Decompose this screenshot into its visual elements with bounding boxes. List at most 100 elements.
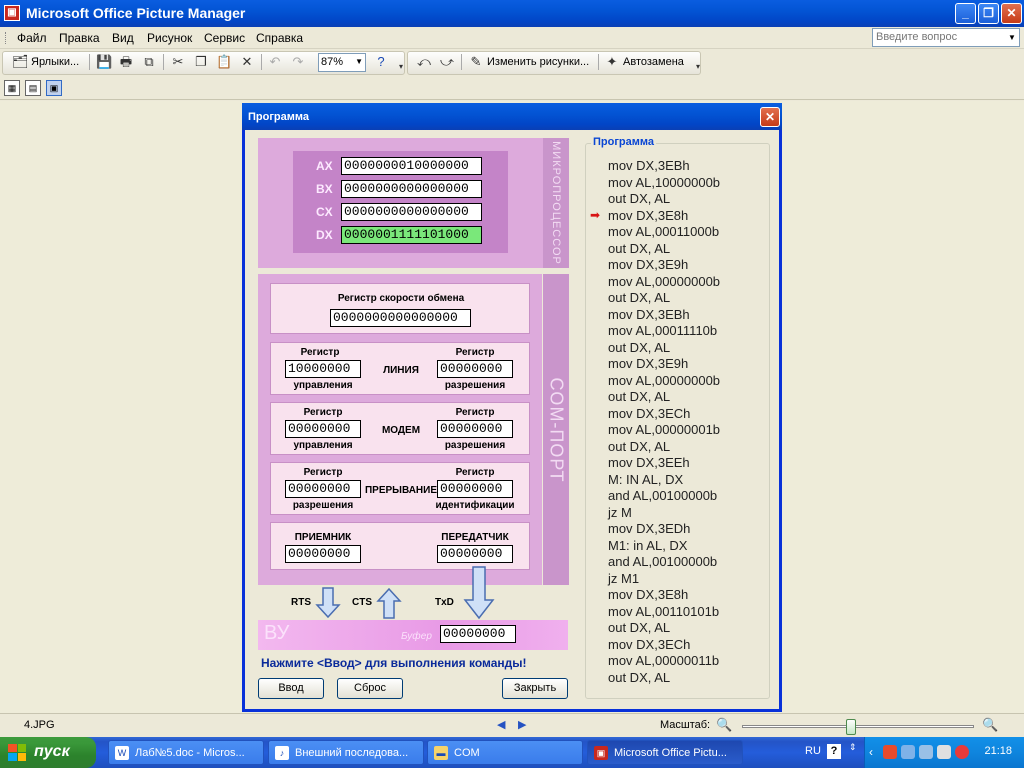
language-help-icon[interactable]: ?	[827, 744, 841, 759]
program-line: and AL,00100000b	[608, 488, 718, 503]
dialog-close-button[interactable]: ✕	[760, 107, 780, 127]
rotate-left-icon[interactable]: ⤺	[417, 54, 431, 69]
separator	[163, 54, 164, 70]
shortcuts-button[interactable]: Ярлыки...	[31, 56, 80, 68]
copy-to-icon[interactable]: ⧉	[144, 54, 154, 69]
shortcuts-icon[interactable]: 🗂	[12, 54, 29, 69]
print-icon[interactable]: 🖶	[119, 54, 133, 69]
clock[interactable]: 21:18	[984, 745, 1012, 757]
microprocessor-panel: AX 0000000010000000 BX 0000000000000000 …	[258, 138, 564, 268]
network-icon[interactable]	[919, 745, 933, 759]
toolbar-options-icon[interactable]: ▾	[695, 62, 700, 71]
start-button[interactable]: пуск	[0, 737, 96, 768]
modem-left-bottom-label: управления	[293, 440, 353, 451]
enter-button[interactable]: Ввод	[258, 678, 324, 699]
program-line: mov AL,00011000b	[608, 224, 720, 239]
kaspersky-icon[interactable]	[883, 745, 897, 759]
previous-picture-icon[interactable]: ◀	[497, 719, 506, 731]
buffer-value: 00000000	[440, 625, 516, 643]
task-com-folder[interactable]: ▬ COM	[427, 740, 583, 765]
toolbar-grip[interactable]	[5, 32, 8, 44]
separator	[598, 54, 599, 70]
delete-icon[interactable]: ✕	[241, 54, 253, 69]
next-picture-icon[interactable]: ▶	[518, 719, 527, 731]
register-label-cx: CX	[316, 205, 333, 219]
undo-icon[interactable]: ↶	[269, 54, 281, 69]
zoom-select[interactable]: 87% ▼	[318, 53, 366, 72]
edit-pictures-button[interactable]: Изменить рисунки...	[487, 56, 590, 68]
speaker-icon[interactable]	[937, 745, 951, 759]
program-line: mov AL,10000000b	[608, 174, 721, 190]
transmitter-value: 00000000	[437, 545, 513, 563]
maximize-button[interactable]: ❐	[978, 3, 999, 24]
single-picture-view-icon[interactable]: ▣	[46, 80, 62, 96]
modem-registers: Регистр 00000000 управления МОДЕМ Регист…	[270, 402, 530, 455]
tray-expand-icon[interactable]: ‹	[869, 745, 873, 759]
cut-icon[interactable]: ✂	[172, 54, 184, 69]
buffer-label: Буфер	[401, 631, 432, 642]
task-word-document[interactable]: W Лаб№5.doc - Micros...	[108, 740, 264, 765]
program-line: out DX, AL	[608, 290, 671, 305]
copy-icon[interactable]: ❐	[195, 54, 207, 69]
task-label: Microsoft Office Pictu...	[614, 747, 727, 759]
cts-arrow-icon	[376, 587, 402, 619]
rotate-right-icon[interactable]: ⤻	[440, 54, 454, 69]
zoom-slider-thumb[interactable]	[846, 719, 857, 735]
close-button[interactable]: ✕	[1001, 3, 1022, 24]
language-indicator[interactable]: RU	[805, 745, 821, 757]
program-line: and AL,00100000b	[608, 554, 718, 569]
task-picture-manager[interactable]: ▣ Microsoft Office Pictu...	[587, 740, 743, 765]
title-bar[interactable]: ▣ Microsoft Office Picture Manager _ ❐ ✕	[0, 0, 1024, 27]
txd-arrow-icon	[463, 566, 495, 620]
zoom-in-icon[interactable]: 🔍	[982, 717, 999, 732]
program-line: M: IN AL, DX	[608, 471, 684, 487]
menu-picture[interactable]: Рисунок	[147, 31, 193, 45]
program-caption: Программа	[591, 136, 657, 148]
chevron-down-icon[interactable]: ▼	[355, 57, 363, 66]
interrupt-right-bottom-label: идентификации	[435, 500, 515, 511]
autocorrect-button[interactable]: Автозамена	[623, 56, 684, 68]
minimize-button[interactable]: _	[955, 3, 976, 24]
help-search-input[interactable]: Введите вопрос ▼	[872, 28, 1020, 47]
yandex-icon[interactable]	[955, 745, 969, 759]
thumbnail-view-icon[interactable]: ▦	[4, 80, 20, 96]
menu-file[interactable]: Файл	[17, 31, 47, 45]
modem-center-label: МОДЕМ	[381, 425, 421, 436]
autocorrect-icon[interactable]: ✦	[606, 54, 618, 69]
transmitter-label: ПЕРЕДАТЧИК	[441, 532, 509, 543]
program-line: jz M1	[608, 570, 640, 586]
modem-enable-value: 00000000	[437, 420, 513, 438]
toolbar-options-icon[interactable]: ▾	[398, 62, 403, 71]
language-chevron-icon[interactable]: ⇕	[849, 742, 857, 752]
redo-icon[interactable]: ↷	[292, 54, 304, 69]
toolbar-picture-segment	[407, 51, 701, 75]
edit-pictures-icon[interactable]: ✎	[470, 54, 482, 69]
task-serial-interface[interactable]: ♪ Внешний последова...	[268, 740, 424, 765]
line-center-label: ЛИНИЯ	[383, 365, 419, 376]
com-port-label: COM-ПОРТ	[546, 376, 567, 483]
paste-icon[interactable]: 📋	[216, 54, 233, 69]
register-ax-value: 0000000010000000	[341, 157, 482, 175]
rts-label: RTS	[291, 597, 311, 608]
menu-help[interactable]: Справка	[256, 31, 304, 45]
external-device-panel: ВУ Буфер 00000000	[258, 620, 568, 650]
task-label: Внешний последова...	[295, 747, 409, 759]
reset-button[interactable]: Сброс	[337, 678, 403, 699]
program-line: mov DX,3E9h	[608, 257, 689, 272]
zoom-out-icon[interactable]: 🔍	[716, 717, 733, 732]
line-right-bottom-label: разрешения	[444, 380, 506, 391]
com-port-panel: Регистр скорости обмена 0000000000000000…	[258, 274, 542, 585]
close-dialog-button[interactable]: Закрыть	[502, 678, 568, 699]
zoom-slider-track[interactable]	[742, 725, 974, 728]
start-label: пуск	[34, 743, 70, 760]
program-line: mov DX,3ECh	[608, 636, 691, 652]
chevron-down-icon[interactable]: ▼	[1008, 33, 1016, 42]
network-icon[interactable]	[901, 745, 915, 759]
menu-tools[interactable]: Сервис	[204, 31, 246, 45]
filmstrip-view-icon[interactable]: ▤	[25, 80, 41, 96]
menu-edit[interactable]: Правка	[59, 31, 100, 45]
help-icon[interactable]: ?	[377, 54, 385, 69]
menu-view[interactable]: Вид	[112, 31, 134, 45]
save-icon[interactable]: 💾	[96, 54, 113, 69]
program-line: mov AL,00110101b	[608, 603, 720, 619]
